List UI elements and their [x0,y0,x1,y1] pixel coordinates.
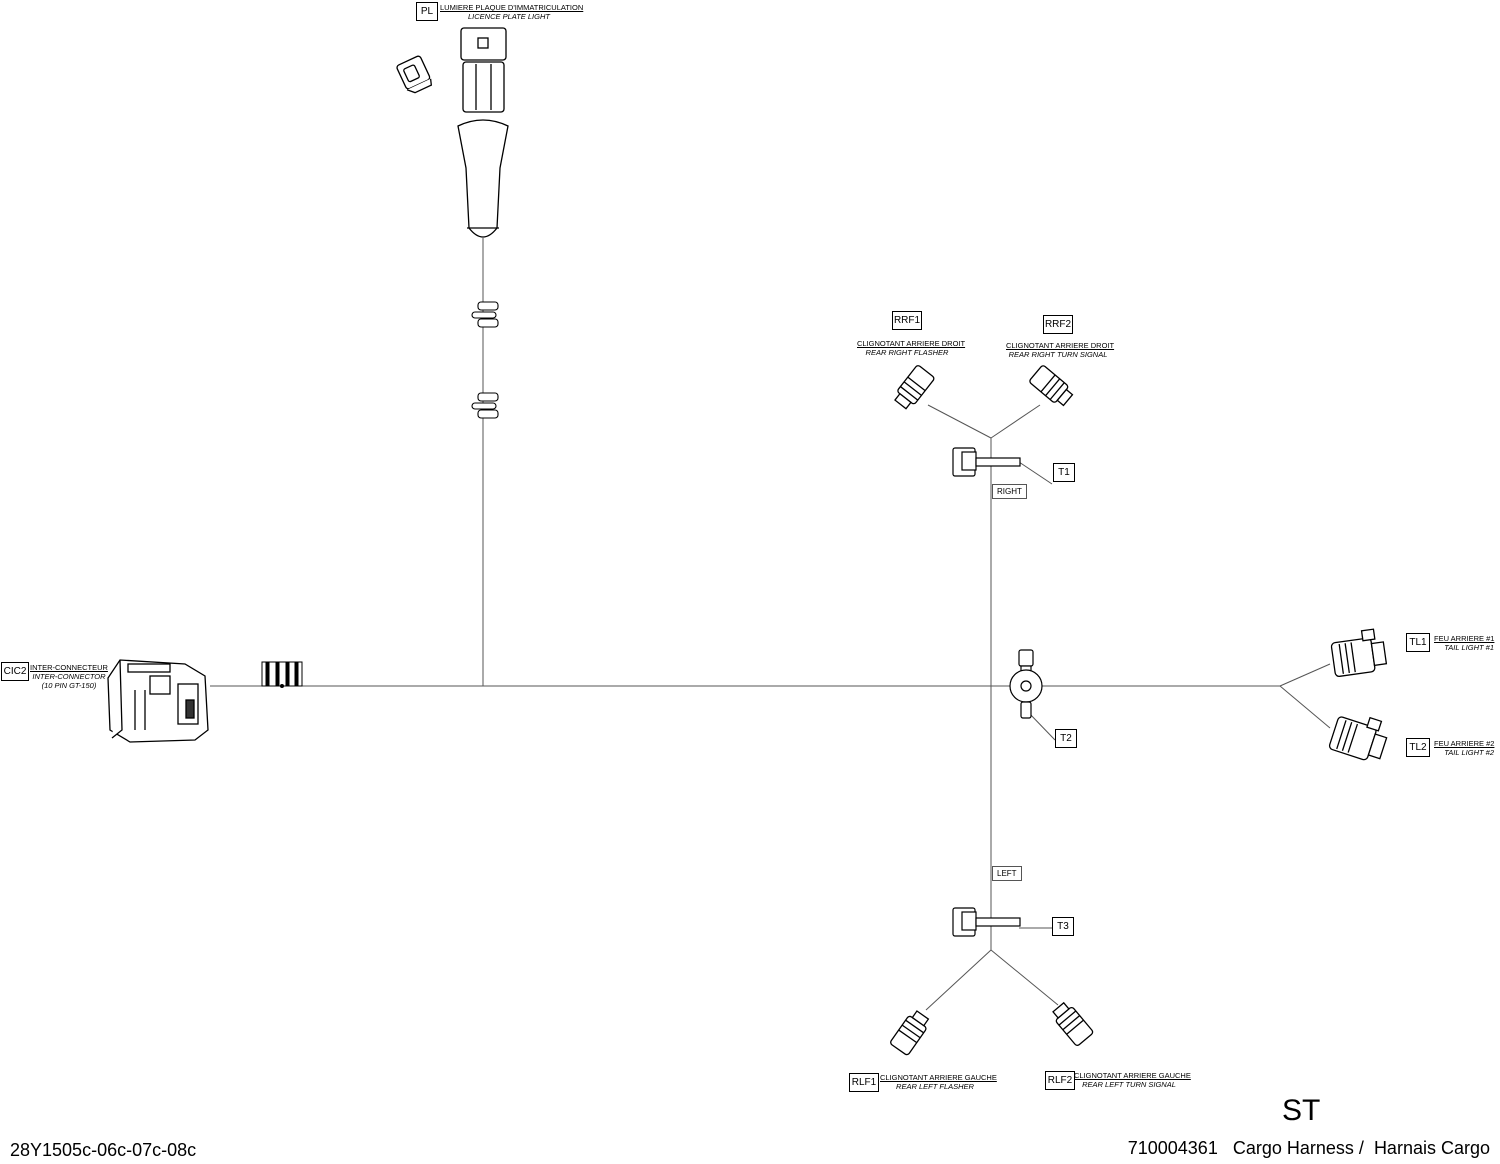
pl-label-en: LICENCE PLATE LIGHT [468,12,550,21]
rrf1-tag: RRF1 [892,311,922,330]
title-fr: Harnais Cargo [1373,1138,1490,1158]
t2-tag: T2 [1055,729,1077,748]
tl1-wire [1279,663,1331,687]
rrf2-tag: RRF2 [1043,315,1073,334]
part-number: 710004361 [1127,1138,1218,1158]
rlf1-label-en: REAR LEFT FLASHER [896,1082,974,1091]
tl2-tag: TL2 [1406,738,1430,757]
tl1-tag: TL1 [1406,633,1430,652]
t1-tag: T1 [1053,463,1075,482]
t1-terminal-icon [952,447,1021,477]
cic2-label-fr: INTER-CONNECTEUR [30,663,108,672]
rrf2-label-fr: CLIGNOTANT ARRIERE DROIT [1006,341,1115,350]
t3-tag: T3 [1052,917,1074,936]
t3-terminal-icon [952,907,1021,937]
title-block: 710004361 Cargo Harness / Harnais Cargo [1128,1138,1490,1159]
cic2-tag: CIC2 [1,662,29,681]
rrf2-label-en: REAR RIGHT TURN SIGNAL [1008,350,1108,359]
tl2-label: FEU ARRIERE #2 TAIL LIGHT #2 [1434,739,1494,757]
cic2-connector-icon [107,659,209,743]
tl1-connector-icon [1330,628,1388,678]
right-branch-label: RIGHT [992,484,1027,499]
rlf1-label: CLIGNOTANT ARRIERE GAUCHE REAR LEFT FLAS… [880,1073,997,1091]
tl2-connector-icon [1328,716,1388,761]
rrf1-label-en: REAR RIGHT FLASHER [865,348,949,357]
tl2-wire [1279,685,1331,729]
rrf2-wire [990,404,1041,439]
rlf2-connector-icon [1052,1001,1094,1046]
doc-ref: 28Y1505c-06c-07c-08c [10,1140,197,1160]
pl-connector-icon [457,27,509,238]
tl1-label: FEU ARRIERE #1 TAIL LIGHT #1 [1434,634,1494,652]
rlf2-tag: RLF2 [1045,1071,1075,1090]
tl2-label-fr: FEU ARRIERE #2 [1434,739,1495,748]
t2-ring-terminal-icon [1009,649,1043,719]
rrf2-connector-icon [1029,365,1074,407]
left-branch-label: LEFT [992,866,1022,881]
rlf1-tag: RLF1 [849,1073,879,1092]
pl-tag: PL [416,2,438,21]
rrf1-wire [927,404,992,439]
tl1-label-en: TAIL LIGHT #1 [1444,643,1494,652]
rrf1-label: CLIGNOTANT ARRIERE DROIT REAR RIGHT FLAS… [857,339,966,357]
rlf2-label-fr: CLIGNOTANT ARRIERE GAUCHE [1074,1071,1191,1080]
pl-clip-icon [396,55,433,94]
page-code: ST [1282,1094,1321,1127]
trunk-tape-marker-icon [261,661,303,688]
pl-label: LUMIERE PLAQUE D'IMMATRICULATION LICENCE… [440,3,583,21]
pl-wire-clip-icon [471,301,499,419]
cic2-label-spec: (10 PIN GT-150) [41,681,97,690]
cic2-label: INTER-CONNECTEUR INTER-CONNECTOR (10 PIN… [30,663,108,690]
rrf1-label-fr: CLIGNOTANT ARRIERE DROIT [857,339,966,348]
rlf1-connector-icon [890,1010,930,1056]
rlf2-label: CLIGNOTANT ARRIERE GAUCHE REAR LEFT TURN… [1074,1071,1191,1089]
rlf2-wire [990,949,1059,1006]
rrf1-connector-icon [894,365,935,410]
rlf1-wire [925,949,992,1011]
rlf2-label-en: REAR LEFT TURN SIGNAL [1082,1080,1176,1089]
rlf1-label-fr: CLIGNOTANT ARRIERE GAUCHE [880,1073,997,1082]
cic2-label-en: INTER-CONNECTOR [32,672,106,681]
rrf2-label: CLIGNOTANT ARRIERE DROIT REAR RIGHT TURN… [1006,341,1115,359]
tl1-label-fr: FEU ARRIERE #1 [1434,634,1495,643]
tl2-label-en: TAIL LIGHT #2 [1444,748,1494,757]
pl-label-fr: LUMIERE PLAQUE D'IMMATRICULATION [440,3,584,12]
title-en: Cargo Harness / [1232,1138,1364,1158]
